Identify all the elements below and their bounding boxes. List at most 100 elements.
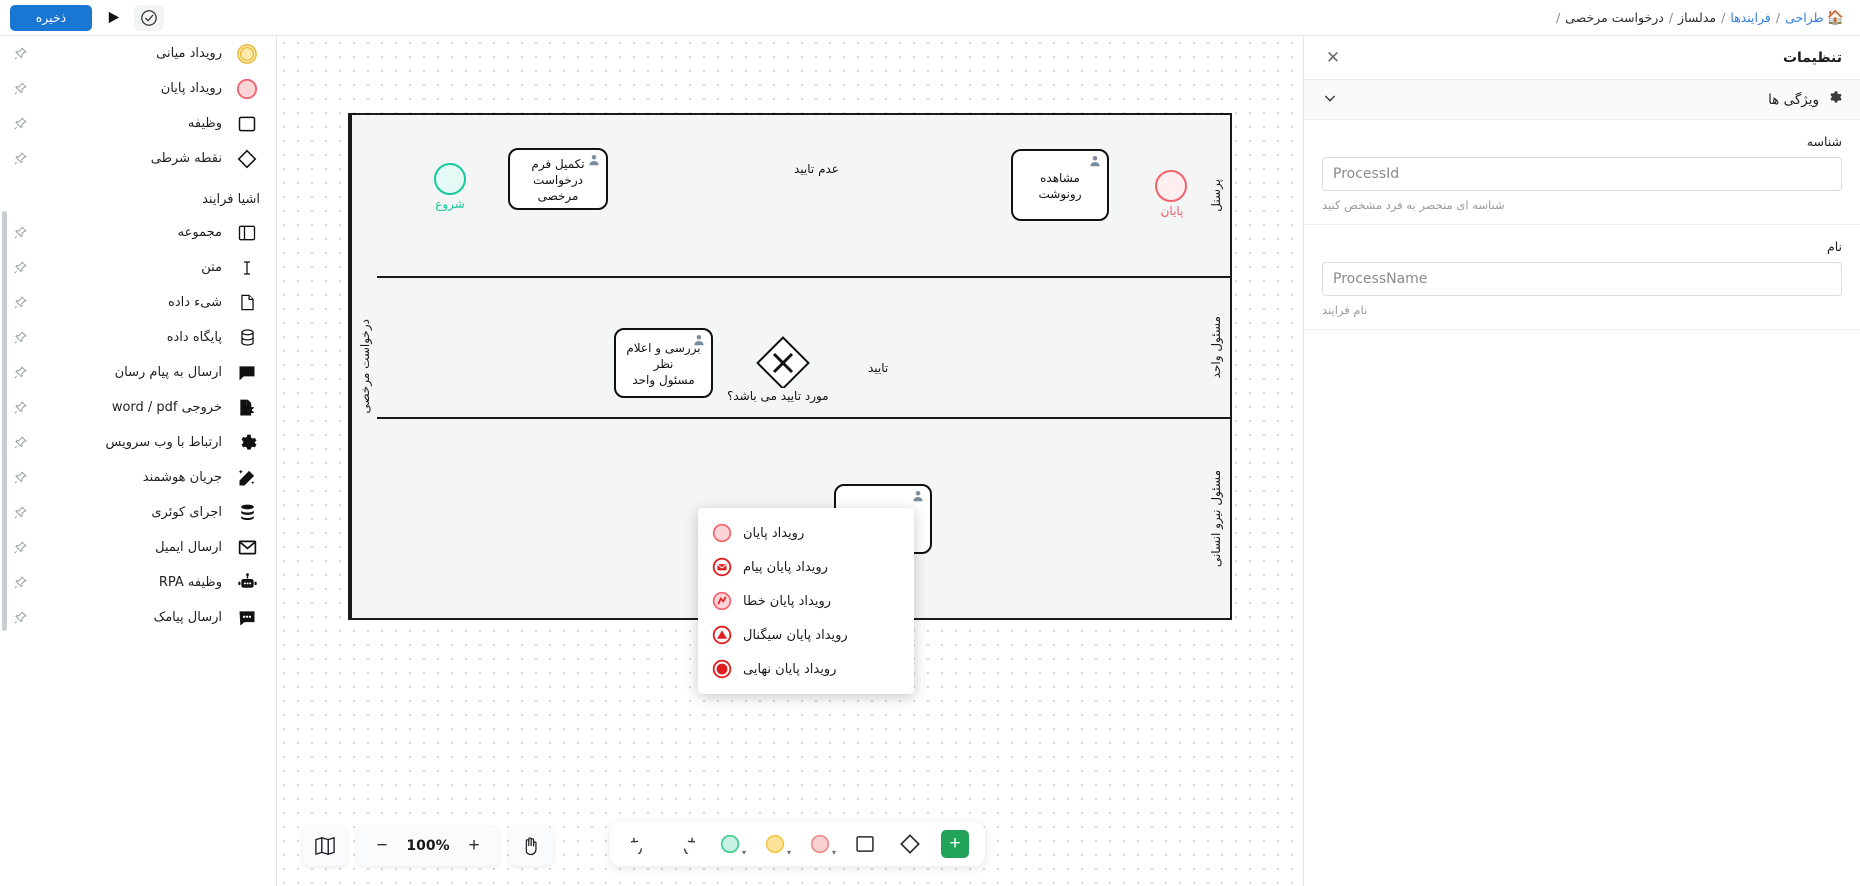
palette-item-query[interactable]: اجرای کوئری bbox=[0, 495, 276, 530]
breadcrumb-item-0[interactable]: طراحی bbox=[1785, 10, 1824, 25]
hand-icon[interactable] bbox=[509, 826, 553, 866]
process-name-input[interactable] bbox=[1322, 262, 1842, 296]
pin-icon[interactable] bbox=[12, 260, 28, 276]
close-icon[interactable]: ✕ bbox=[1322, 47, 1344, 69]
process-id-input[interactable] bbox=[1322, 157, 1842, 191]
start-event-node[interactable] bbox=[434, 163, 466, 195]
element-palette: رویداد میانی رویداد پایان bbox=[0, 36, 277, 886]
palette-item-smart-flow[interactable]: جریان هوشمند bbox=[0, 460, 276, 495]
breadcrumb-item-1[interactable]: فرایندها bbox=[1730, 10, 1771, 25]
sms-icon bbox=[234, 605, 260, 631]
settings-header: تنظیمات ✕ bbox=[1304, 36, 1860, 80]
start-event-circle-icon[interactable]: ▾ bbox=[716, 830, 746, 858]
intermediate-event-circle-icon[interactable]: ▾ bbox=[761, 830, 791, 858]
pin-icon[interactable] bbox=[12, 295, 28, 311]
pin-icon[interactable] bbox=[12, 505, 28, 521]
palette-item-rpa[interactable]: وظیفه RPA bbox=[0, 565, 276, 600]
palette-item-file-export[interactable]: خروجی word / pdf bbox=[0, 390, 276, 425]
pin-icon[interactable] bbox=[12, 151, 28, 167]
properties-section-header[interactable]: ویژگی ها bbox=[1304, 80, 1860, 120]
menu-item-end-error-event[interactable]: رویداد پایان خطا bbox=[698, 584, 914, 618]
menu-item-end-signal-event[interactable]: رویداد پایان سیگنال bbox=[698, 618, 914, 652]
palette-item-label: وظیفه RPA bbox=[158, 575, 222, 590]
bpmn-lane-personnel[interactable]: پرسنل bbox=[377, 115, 1230, 278]
palette-item-intermediate-event[interactable]: رویداد میانی bbox=[0, 36, 276, 71]
chevron-down-icon[interactable]: ▾ bbox=[831, 848, 836, 857]
palette-item-data-object[interactable]: شی‌ء داده bbox=[0, 285, 276, 320]
gateway-icon bbox=[234, 146, 260, 172]
palette-item-gateway[interactable]: نقطه شرطی bbox=[0, 141, 276, 176]
top-toolbar: ذخیره 🏠 طراحی / فرایندها / مدلساز / درخو… bbox=[0, 0, 1860, 36]
pin-icon[interactable] bbox=[12, 46, 28, 62]
settings-title: تنظیمات bbox=[1782, 49, 1842, 66]
zoom-in-button[interactable]: + bbox=[457, 829, 491, 863]
map-icon[interactable] bbox=[303, 826, 347, 866]
palette-item-label: ارسال پیامک bbox=[153, 610, 222, 625]
save-button[interactable]: ذخیره bbox=[10, 4, 92, 31]
pin-icon[interactable] bbox=[12, 365, 28, 381]
pin-icon[interactable] bbox=[12, 435, 28, 451]
palette-item-label: ارسال به پیام رسان bbox=[114, 365, 222, 380]
pin-icon[interactable] bbox=[12, 116, 28, 132]
magic-wand-icon bbox=[234, 465, 260, 491]
task-fill-leave-request[interactable]: تکمیل فرم درخواست مرخصی bbox=[508, 148, 608, 210]
pin-icon[interactable] bbox=[12, 540, 28, 556]
add-shape-button[interactable]: + bbox=[941, 830, 969, 858]
chevron-down-icon[interactable]: ▾ bbox=[741, 848, 746, 857]
pin-icon[interactable] bbox=[12, 225, 28, 241]
query-db-icon bbox=[234, 500, 260, 526]
menu-item-label: رویداد پایان سیگنال bbox=[743, 627, 848, 643]
end-event-type-menu[interactable]: رویداد پایان رویداد پایان پیام رویداد پا… bbox=[698, 508, 914, 694]
palette-item-label: جریان هوشمند bbox=[142, 470, 222, 485]
zoom-out-button[interactable]: − bbox=[365, 829, 399, 863]
gear-icon bbox=[1827, 90, 1842, 109]
menu-item-end-message-event[interactable]: رویداد پایان پیام bbox=[698, 550, 914, 584]
task-review-unit-manager[interactable]: بررسی و اعلام نظر مسئول واحد bbox=[614, 328, 713, 398]
gateway-diamond-icon[interactable] bbox=[896, 830, 924, 858]
pin-icon[interactable] bbox=[12, 400, 28, 416]
menu-item-end-terminate-event[interactable]: رویداد پایان نهایی bbox=[698, 652, 914, 686]
palette-item-database[interactable]: پایگاه داده bbox=[0, 320, 276, 355]
play-icon[interactable] bbox=[98, 5, 128, 31]
breadcrumb-separator: / bbox=[1556, 10, 1561, 25]
menu-item-end-event[interactable]: رویداد پایان bbox=[698, 516, 914, 550]
home-icon[interactable]: 🏠 bbox=[1826, 9, 1844, 26]
palette-item-label: نقطه شرطی bbox=[150, 151, 222, 166]
palette-item-web-service[interactable]: ارتباط با وب سرویس bbox=[0, 425, 276, 460]
palette-item-end-event[interactable]: رویداد پایان bbox=[0, 71, 276, 106]
lane-title-label: پرسنل bbox=[1209, 179, 1223, 212]
pin-icon[interactable] bbox=[12, 575, 28, 591]
end-event-node[interactable] bbox=[1155, 170, 1187, 202]
palette-item-label: شی‌ء داده bbox=[168, 295, 222, 310]
bpmn-lane-unit-manager[interactable]: مسئول واحد bbox=[377, 278, 1230, 419]
intermediate-event-icon bbox=[234, 41, 260, 67]
pin-icon[interactable] bbox=[12, 470, 28, 486]
chevron-down-icon[interactable] bbox=[1322, 90, 1338, 110]
undo-icon[interactable] bbox=[626, 830, 654, 858]
palette-scrollbar[interactable] bbox=[2, 211, 7, 631]
task-view-copy[interactable]: مشاهده رونوشت bbox=[1011, 149, 1109, 221]
check-circle-icon[interactable] bbox=[134, 4, 164, 31]
pin-icon[interactable] bbox=[12, 330, 28, 346]
palette-item-messenger[interactable]: ارسال به پیام رسان bbox=[0, 355, 276, 390]
palette-item-label: رویداد پایان bbox=[160, 81, 222, 96]
task-square-icon[interactable] bbox=[851, 830, 879, 858]
breadcrumb-separator: / bbox=[1668, 10, 1674, 25]
pin-icon[interactable] bbox=[12, 81, 28, 97]
chevron-down-icon[interactable]: ▾ bbox=[786, 848, 791, 857]
palette-item-text[interactable]: متن bbox=[0, 250, 276, 285]
field-hint: نام فرایند bbox=[1322, 303, 1368, 317]
end-event-circle-icon[interactable]: ▾ bbox=[806, 830, 836, 858]
start-event-label: شروع bbox=[435, 197, 465, 211]
diagram-canvas[interactable]: درخواست مرخصی پرسنل مسئول واحد مسئول نیر… bbox=[277, 36, 1303, 886]
palette-item-group[interactable]: مجموعه bbox=[0, 215, 276, 250]
palette-item-email[interactable]: ارسال ایمیل bbox=[0, 530, 276, 565]
palette-item-task[interactable]: وظیفه bbox=[0, 106, 276, 141]
palette-item-sms[interactable]: ارسال پیامک bbox=[0, 600, 276, 635]
user-icon bbox=[588, 154, 600, 172]
redo-icon[interactable] bbox=[671, 830, 699, 858]
breadcrumb-separator: / bbox=[1775, 10, 1781, 25]
palette-item-label: پایگاه داده bbox=[166, 330, 222, 345]
pin-icon[interactable] bbox=[12, 610, 28, 626]
palette-item-label: وظیفه bbox=[187, 116, 222, 131]
